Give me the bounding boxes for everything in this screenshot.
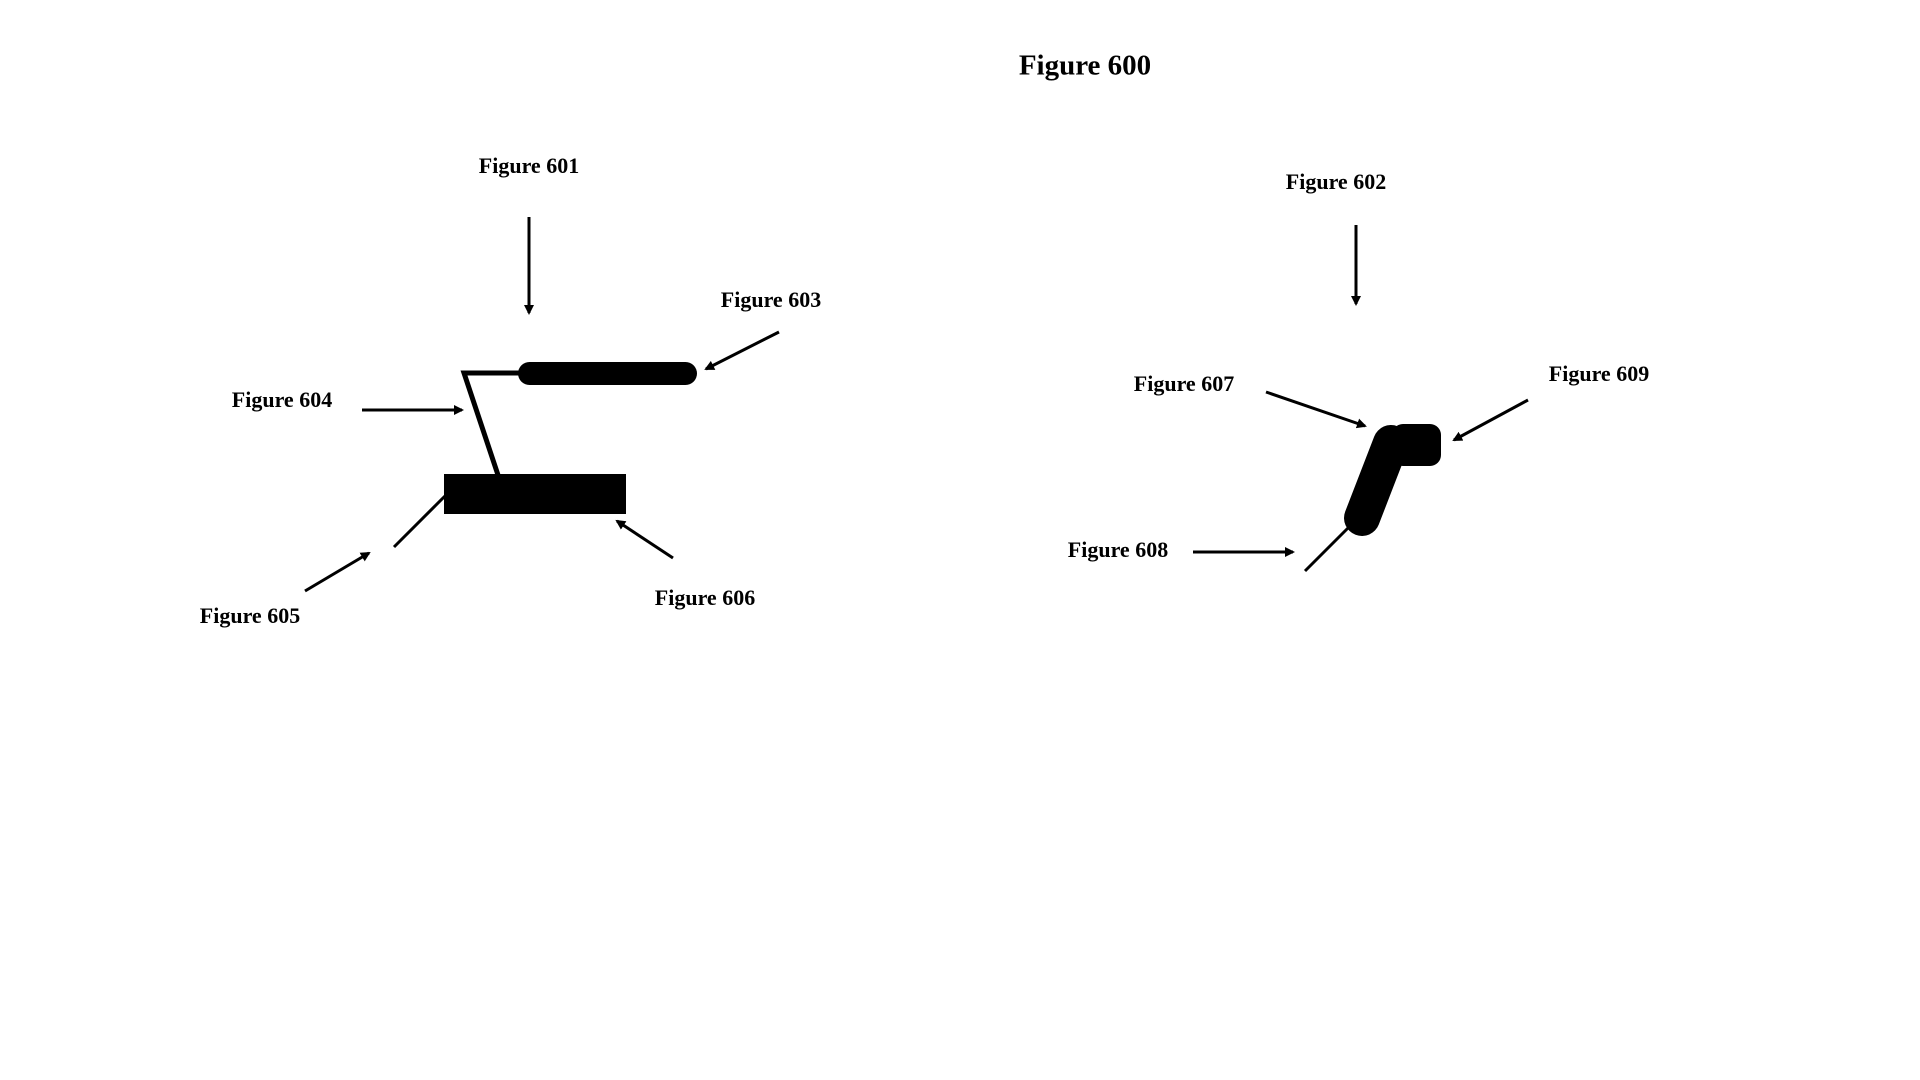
figure-title: Figure 600 bbox=[1019, 50, 1151, 82]
arrow-607 bbox=[1265, 390, 1367, 429]
label-figure-603: Figure 603 bbox=[721, 287, 821, 312]
body-607 bbox=[1344, 425, 1409, 536]
arm-604 bbox=[460, 370, 520, 476]
base-block-606 bbox=[444, 474, 626, 514]
label-figure-608: Figure 608 bbox=[1068, 537, 1168, 562]
label-figure-609: Figure 609 bbox=[1549, 361, 1649, 386]
pill-bar-603 bbox=[518, 362, 697, 385]
label-figure-607: Figure 607 bbox=[1134, 371, 1234, 396]
arrow-605 bbox=[304, 551, 371, 593]
head-609 bbox=[1392, 424, 1441, 466]
label-figure-604: Figure 604 bbox=[232, 387, 332, 412]
arrow-603 bbox=[704, 330, 780, 371]
line-605 bbox=[392, 491, 450, 549]
label-figure-606: Figure 606 bbox=[655, 585, 755, 610]
arrow-609 bbox=[1452, 398, 1529, 442]
label-figure-602: Figure 602 bbox=[1286, 169, 1386, 194]
line-608 bbox=[1303, 522, 1354, 573]
label-figure-601: Figure 601 bbox=[479, 153, 579, 178]
arrow-606 bbox=[615, 519, 674, 560]
label-figure-605: Figure 605 bbox=[200, 603, 300, 628]
